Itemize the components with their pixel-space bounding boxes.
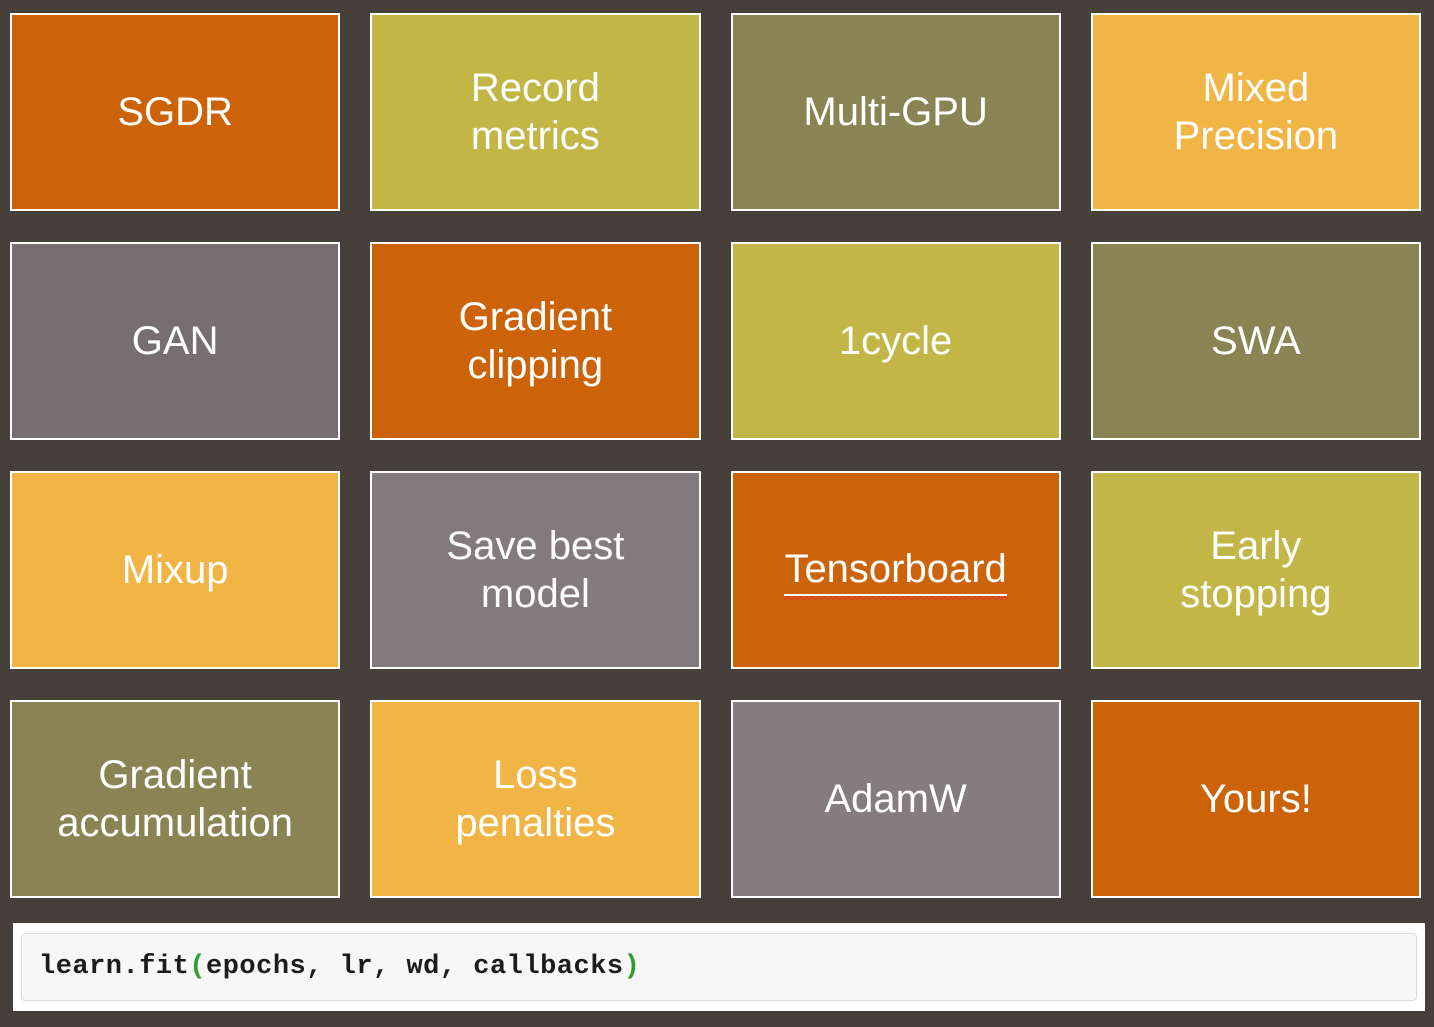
tile-gradient-accumulation: Gradient accumulation [10,700,341,898]
tile-mixup: Mixup [10,471,341,669]
tile-label-multi-gpu: Multi-GPU [803,90,988,134]
tile-label-mixup: Mixup [121,548,229,592]
code-box: learn.fit(epochs, lr, wd, callbacks) [21,933,1417,1001]
tile-yours: Yours! [1090,700,1421,898]
tile-save-best-model: Save best model [370,471,701,669]
tile-adamw: AdamW [730,700,1061,898]
tile-1cycle: 1cycle [730,242,1061,440]
tile-label-tensorboard: Tensorboard [784,545,1008,600]
tile-early-stopping: Early stopping [1090,471,1421,669]
tile-label-save-best-model: Save best model [446,524,625,616]
tile-label-early-stopping: Early stopping [1180,524,1332,616]
tile-label-gradient-clipping: Gradient clipping [458,295,613,387]
tile-label-record-metrics: Record metrics [470,66,600,158]
tile-multi-gpu: Multi-GPU [730,13,1061,211]
tiles-grid: SGDR Record metrics Multi-GPU Mixed Prec… [10,13,1421,898]
tile-loss-penalties: Loss penalties [370,700,701,898]
code-segment-args: epochs, lr, wd, callbacks [206,952,624,982]
code-bar: learn.fit(epochs, lr, wd, callbacks) [13,923,1425,1011]
tile-label-sgdr: SGDR [117,90,233,134]
tile-swa: SWA [1090,242,1421,440]
code-segment-close-paren: ) [623,952,641,982]
tile-gradient-clipping: Gradient clipping [370,242,701,440]
tile-label-yours: Yours! [1199,777,1312,821]
tile-sgdr: SGDR [10,13,341,211]
tile-label-loss-penalties: Loss penalties [455,753,616,845]
code-segment-call: learn.fit [39,952,190,982]
code-snippet: learn.fit(epochs, lr, wd, callbacks) [39,952,640,982]
tile-mixed-precision: Mixed Precision [1090,13,1421,211]
tile-label-mixed-precision: Mixed Precision [1173,66,1339,158]
tile-label-gradient-accumulation: Gradient accumulation [57,753,293,845]
tile-label-1cycle: 1cycle [838,319,953,363]
tile-label-swa: SWA [1211,319,1301,363]
tile-label-gan: GAN [131,319,219,363]
tile-tensorboard: Tensorboard [730,471,1061,669]
code-segment-open-paren: ( [189,952,207,982]
tile-label-adamw: AdamW [824,777,967,821]
tile-record-metrics: Record metrics [370,13,701,211]
tile-gan: GAN [10,242,341,440]
